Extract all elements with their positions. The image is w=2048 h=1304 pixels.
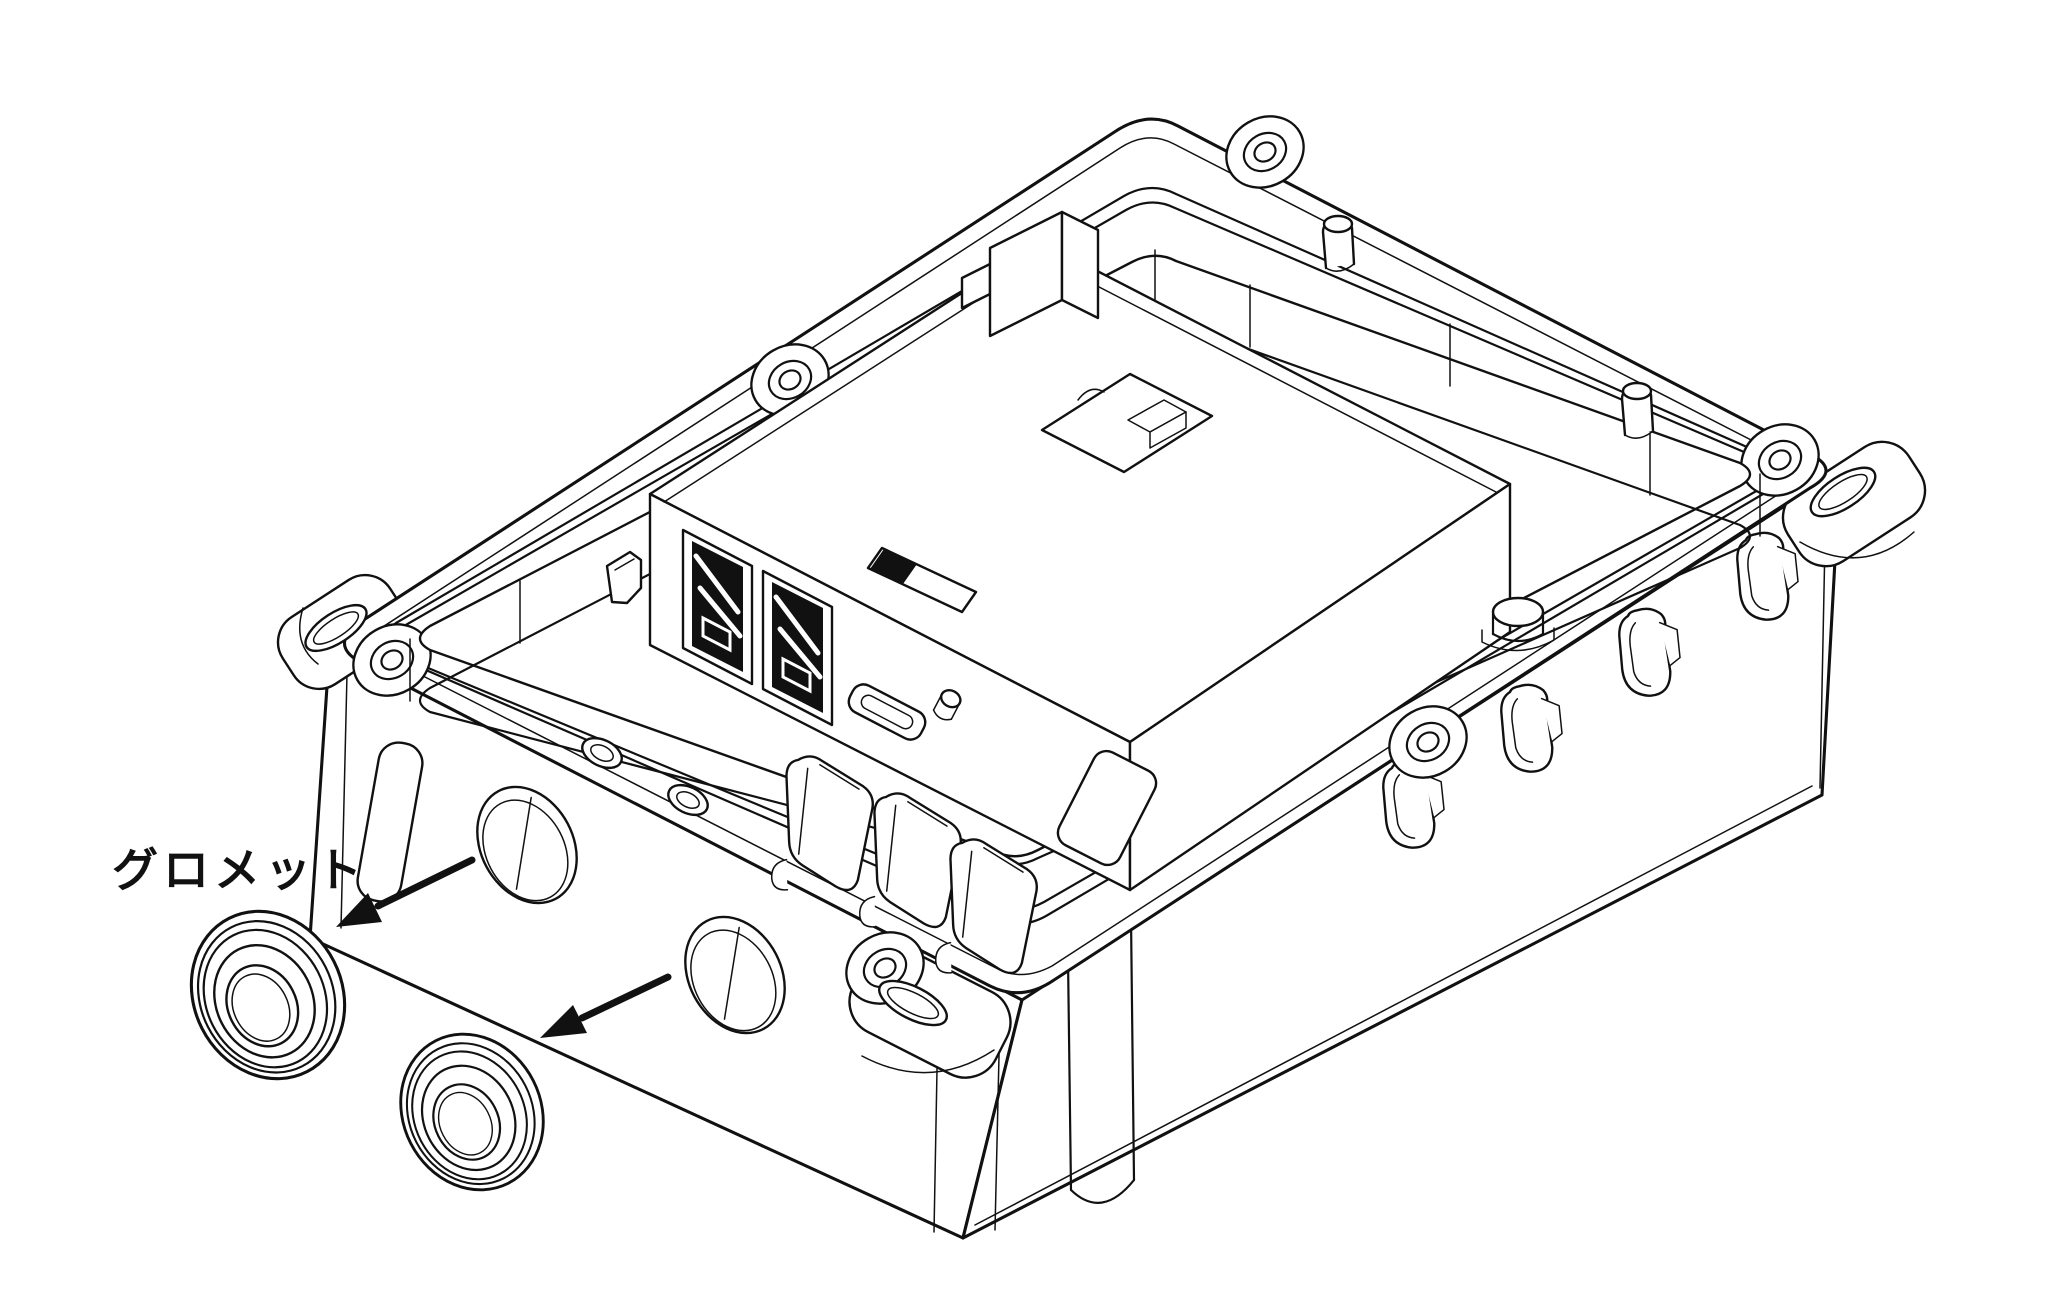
module-right-face [1128, 482, 1512, 892]
enclosure-walls [308, 468, 1842, 1240]
wall-rib [356, 741, 424, 903]
guide-post-1 [1321, 214, 1356, 273]
guide-post-2 [1620, 381, 1655, 440]
rj45-port-1 [681, 528, 754, 686]
ear-slot-right [1809, 466, 1877, 518]
ear-slot-front [878, 979, 948, 1027]
module-window [866, 546, 978, 614]
ledge-hole-2 [667, 783, 709, 817]
internal-module [605, 210, 1555, 892]
grommet-arrow-1 [336, 856, 476, 927]
usb-plug-screw [932, 689, 962, 721]
rj45-port-2 [761, 569, 834, 727]
grommet-hole-2 [684, 915, 786, 1035]
reset-button [1481, 596, 1555, 652]
grommet-hole-1 [476, 785, 578, 905]
module-bracket [960, 210, 1100, 338]
module-cutout [1040, 372, 1214, 474]
side-clip [605, 550, 643, 605]
grommet-arrow-2 [540, 973, 672, 1038]
micro-usb-port [847, 683, 927, 741]
ear-slot-left [304, 603, 368, 653]
module-front-plate [1056, 749, 1158, 867]
ledge-hole-1 [581, 736, 623, 770]
grommet-label: グロメット [112, 843, 367, 897]
